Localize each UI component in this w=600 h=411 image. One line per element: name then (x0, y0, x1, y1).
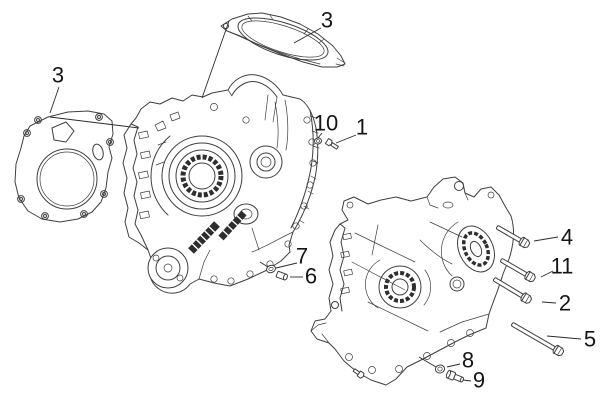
callout-5-long-hex-bolt-5: 5 (584, 327, 596, 352)
assembly-line-0 (201, 20, 230, 99)
spring-left (188, 221, 220, 254)
callout-11-hex-bolt-11: 11 (551, 254, 574, 279)
leader-1-screw-1 (335, 134, 357, 144)
head-gasket (220, 12, 346, 68)
spring-right (218, 210, 247, 241)
leader-3-head-gasket (293, 27, 322, 44)
callout-10-washer-10: 10 (314, 111, 338, 136)
leader-3-cylinder-base-gasket (49, 86, 60, 114)
callout-9-screw-9: 9 (473, 368, 485, 393)
left-crankcase-half (122, 74, 320, 294)
callout-6-plug-6: 6 (305, 264, 317, 289)
leader-10-washer-10 (317, 132, 323, 139)
washer-7 (266, 264, 276, 274)
assembly-line-3 (418, 356, 437, 368)
plug-6 (275, 270, 288, 281)
callout-4-hex-bolt-4: 4 (561, 225, 573, 250)
cylinder-base-gasket (14, 110, 114, 223)
small-screw-in-place (352, 368, 365, 379)
callout-2-hex-bolt-2: 2 (559, 291, 571, 316)
callout-layer: 3 3 10 1 4 11 25 76 89 (49, 8, 596, 393)
leader-5-long-hex-bolt-5 (546, 335, 582, 340)
leader-2-hex-bolt-2 (541, 301, 557, 304)
leader-11-hex-bolt-11 (540, 270, 554, 278)
assembly-line-2 (259, 261, 269, 268)
leader-8-washer-8 (446, 363, 461, 368)
assembly-line-1 (49, 116, 140, 129)
callout-7-washer-7: 7 (296, 244, 308, 269)
screw-9 (445, 369, 465, 383)
hex-bolt-11 (500, 258, 536, 283)
washer-8 (434, 364, 446, 374)
washer-10 (314, 137, 322, 145)
callout-3-head-gasket: 3 (321, 8, 333, 33)
fasteners (266, 137, 565, 383)
hex-bolt-2 (493, 277, 532, 304)
leader-9-screw-9 (462, 379, 472, 382)
callout-1-screw-1: 1 (356, 115, 368, 140)
right-crankcase-half (310, 176, 514, 386)
screw-1 (324, 137, 339, 150)
leader-4-hex-bolt-4 (533, 236, 559, 242)
hex-bolt-4 (496, 225, 531, 249)
callout-3-cylinder-base-gasket: 3 (52, 63, 64, 88)
long-hex-bolt-5 (511, 322, 565, 357)
callout-8-washer-8: 8 (462, 348, 474, 373)
leader-7-washer-7 (275, 262, 298, 269)
